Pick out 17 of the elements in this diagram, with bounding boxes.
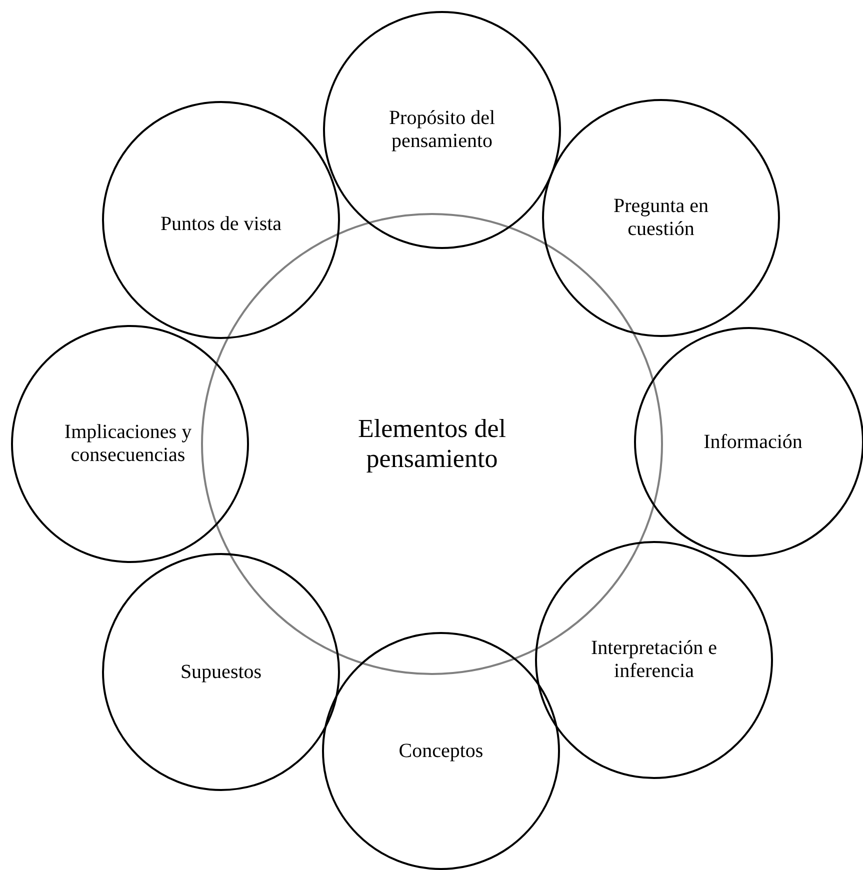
element-circle	[11, 325, 249, 563]
element-label: Información	[704, 430, 802, 454]
element-label: Supuestos	[180, 660, 262, 684]
element-label: Puntos de vista	[160, 212, 282, 236]
element-circle	[634, 327, 863, 557]
element-label: Interpretación e inferencia	[590, 637, 718, 683]
element-label: Propósito del pensamiento	[388, 107, 496, 153]
element-circle	[322, 632, 560, 870]
element-label: Conceptos	[398, 740, 484, 762]
element-circle	[542, 99, 780, 337]
element-circle	[535, 541, 773, 779]
central-label: Elementos del pensamiento	[356, 414, 507, 474]
element-circle	[323, 11, 561, 249]
element-label: Pregunta en cuestión	[612, 195, 710, 241]
element-circle	[102, 553, 340, 791]
element-label: Implicaciones y consecuencias	[63, 421, 193, 467]
element-circle	[102, 101, 340, 339]
